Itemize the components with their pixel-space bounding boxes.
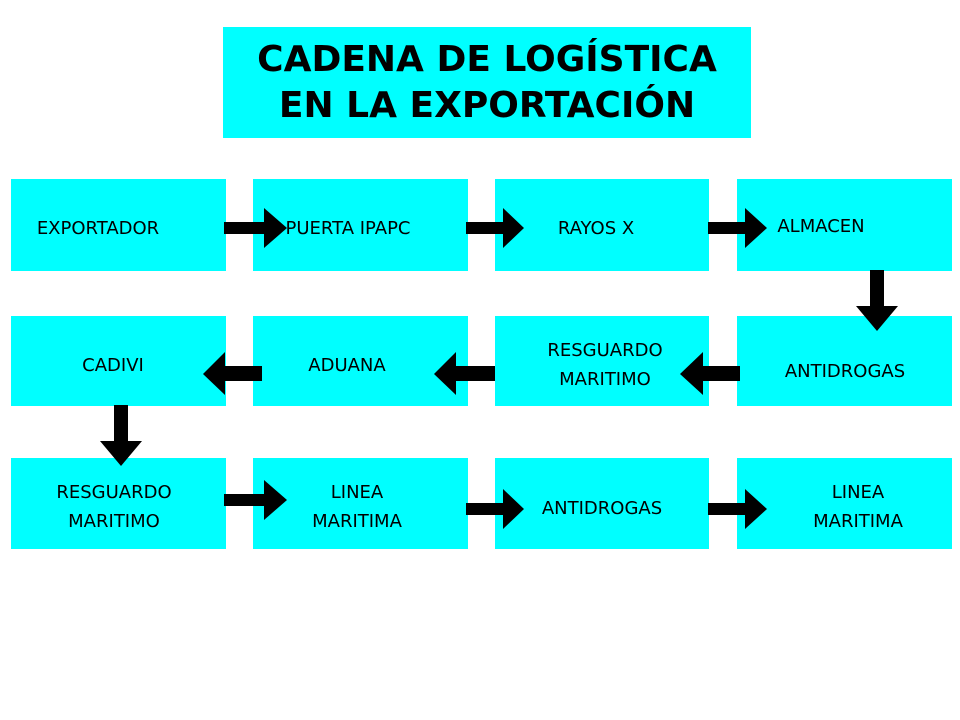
box-resguardo-maritimo-3	[11, 458, 226, 549]
title-line-1: CADENA DE LOGÍSTICA	[257, 38, 717, 80]
label-aduana: ADUANA	[308, 355, 386, 376]
label-linea-maritima-4: LINEA MARITIMA	[813, 482, 903, 532]
box-linea-maritima-3	[253, 458, 468, 549]
title-box: CADENA DE LOGÍSTICA EN LA EXPORTACIÓN	[223, 27, 751, 138]
box-linea-maritima-4	[737, 458, 952, 549]
arrow-down-icon	[856, 270, 898, 331]
label-rayos-x: RAYOS X	[557, 218, 635, 239]
arrow-right-icon	[708, 489, 767, 529]
label-antidrogas-3: ANTIDROGAS	[541, 498, 663, 519]
label-resguardo-maritimo-3: RESGUARDO MARITIMO	[56, 482, 172, 532]
box-aduana	[253, 316, 468, 406]
box-cadivi	[11, 316, 226, 406]
title-line-2: EN LA EXPORTACIÓN	[278, 84, 696, 126]
arrow-right-icon	[466, 208, 524, 248]
arrow-left-icon	[680, 352, 740, 395]
box-almacen	[737, 179, 952, 271]
box-antidrogas-2	[737, 316, 952, 406]
box-antidrogas-3	[495, 458, 709, 549]
label-puerta-ipapc: PUERTA IPAPC	[285, 218, 411, 239]
label-exportador: EXPORTADOR	[36, 218, 160, 239]
label-resguardo-maritimo-2: RESGUARDO MARITIMO	[547, 340, 663, 390]
arrow-right-icon	[224, 208, 287, 248]
arrow-right-icon	[466, 489, 524, 529]
box-exportador	[11, 179, 226, 271]
label-cadivi: CADIVI	[82, 355, 144, 376]
arrow-right-icon	[708, 208, 767, 248]
label-antidrogas-2: ANTIDROGAS	[784, 361, 906, 382]
label-linea-maritima-3: LINEA MARITIMA	[312, 482, 402, 532]
arrow-down-icon	[100, 405, 142, 466]
arrow-right-icon	[224, 480, 287, 520]
box-rayos-x	[495, 179, 709, 271]
box-resguardo-maritimo-2	[495, 316, 709, 406]
arrow-left-icon	[203, 352, 262, 395]
label-almacen: ALMACEN	[777, 216, 865, 237]
arrow-left-icon	[434, 352, 495, 395]
box-puerta-ipapc	[253, 179, 468, 271]
